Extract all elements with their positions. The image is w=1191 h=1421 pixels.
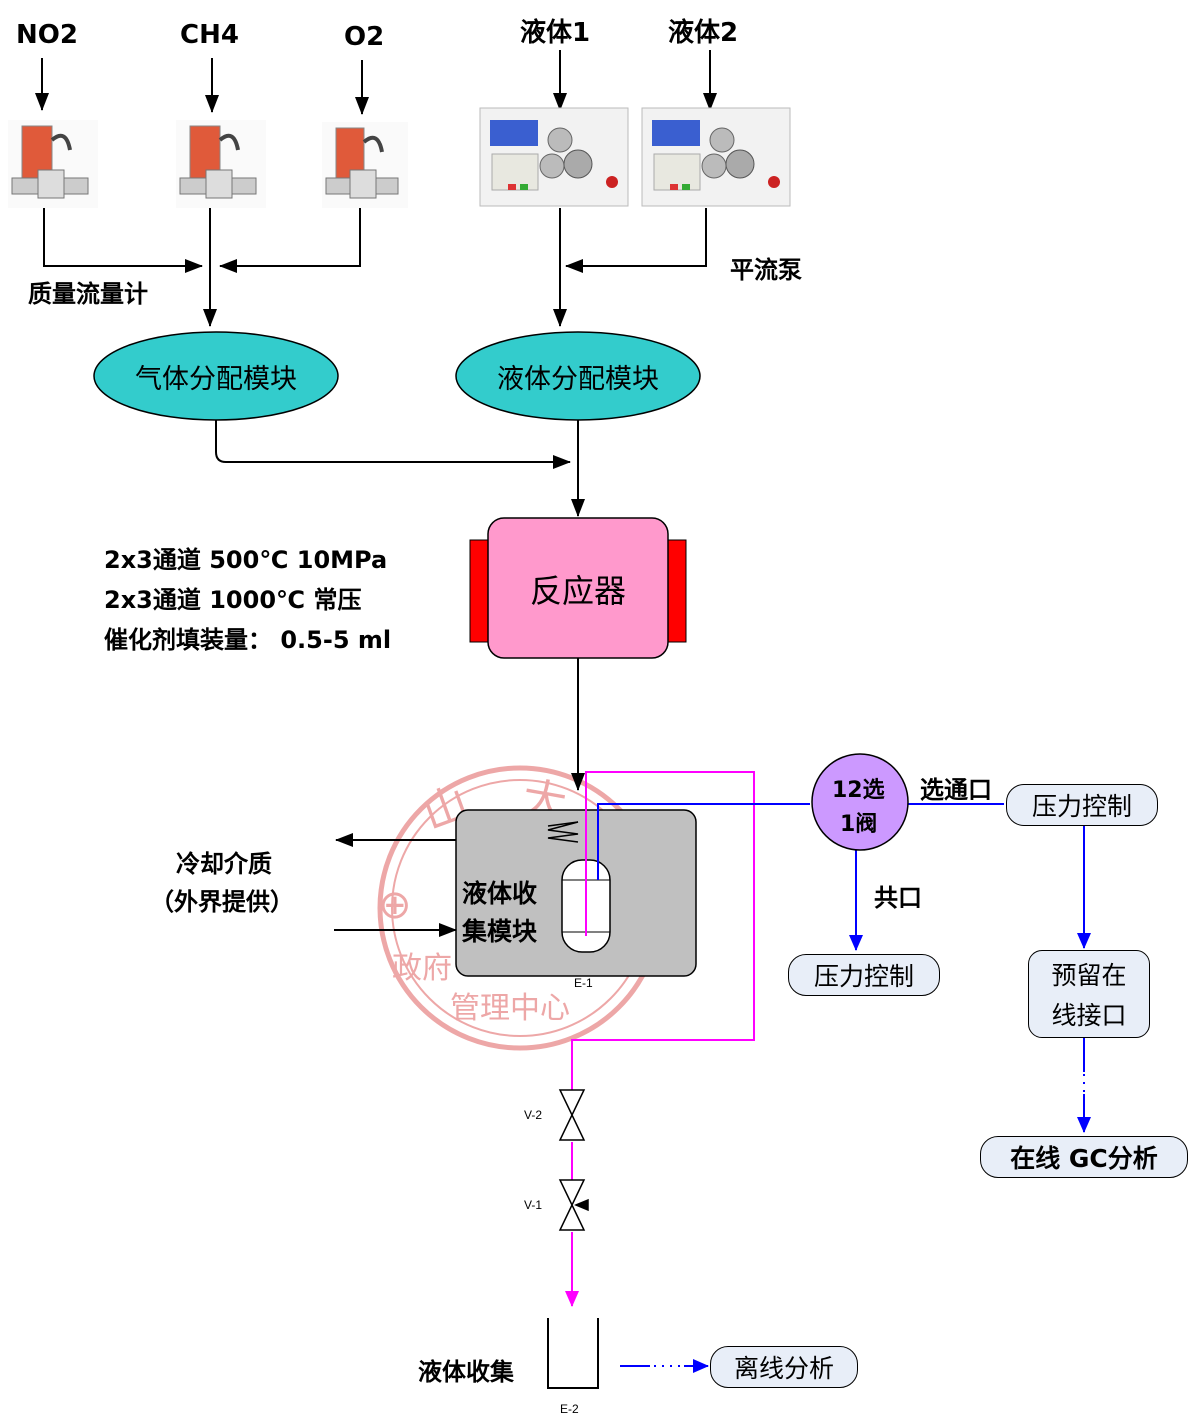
pressure-control-box-1: 压力控制 xyxy=(1006,784,1158,826)
vessel-tag: E-2 xyxy=(560,1402,579,1416)
svg-text:⊕: ⊕ xyxy=(378,882,412,928)
liquid-merge-lines xyxy=(553,208,707,327)
coolant-label-1: 冷却介质 xyxy=(176,850,272,878)
pump-liquid-2 xyxy=(641,107,791,207)
spec-line-3: 催化剂填装量： 0.5-5 ml xyxy=(104,626,392,654)
gas-feed-arrows xyxy=(35,50,717,115)
reactor-heater-right xyxy=(665,539,687,643)
mfc-ch4 xyxy=(176,120,266,208)
offline-analysis-box: 离线分析 xyxy=(710,1346,858,1388)
gas-label-o2: O2 xyxy=(344,22,385,52)
gas-label-no2: NO2 xyxy=(16,20,78,50)
pump-liquid-1 xyxy=(479,107,629,207)
common-port-label: 共口 xyxy=(874,884,922,912)
liquid-label-1: 液体1 xyxy=(520,18,591,48)
collector-tag: E-1 xyxy=(574,976,593,990)
valve12-label-2: 1阀 xyxy=(840,812,878,837)
select-port-label: 选通口 xyxy=(920,776,992,804)
spec-line-1: 2x3通道 500℃ 10MPa xyxy=(104,546,388,574)
mfc-label: 质量流量计 xyxy=(28,280,148,308)
svg-text:政府: 政府 xyxy=(392,951,452,986)
liquid-module-label: 液体分配模块 xyxy=(497,363,659,395)
liquid-label-2: 液体2 xyxy=(668,18,739,48)
gas-label-ch4: CH4 xyxy=(180,20,239,50)
magenta-liquid-line xyxy=(565,771,755,1307)
condenser-coil xyxy=(547,821,579,843)
valve-v1 xyxy=(558,1179,589,1231)
reserved-port-label-2: 线接口 xyxy=(1051,1001,1127,1030)
feed-to-reactor-lines xyxy=(215,420,585,517)
liquid-collection-label: 液体收集 xyxy=(418,1358,514,1386)
mfc-o2 xyxy=(322,122,408,208)
blue-gas-line xyxy=(597,803,1091,1373)
pressure-control-box-2: 压力控制 xyxy=(788,954,940,996)
twelve-port-valve xyxy=(811,753,909,851)
valve-v2 xyxy=(558,1089,586,1141)
spec-line-2: 2x3通道 1000℃ 常压 xyxy=(104,586,362,614)
valve-v1-tag: V-1 xyxy=(524,1198,543,1212)
collector-label-2: 集模块 xyxy=(462,917,538,946)
gas-module-label: 气体分配模块 xyxy=(135,363,297,395)
reactor-label: 反应器 xyxy=(529,572,626,610)
svg-text:管理中心: 管理中心 xyxy=(450,991,570,1026)
coolant-lines xyxy=(334,833,457,937)
valve-v2-tag: V-2 xyxy=(524,1108,543,1122)
reactor-heater-left xyxy=(469,539,491,643)
pump-label: 平流泵 xyxy=(730,256,802,284)
reserved-port-box: 预留在 线接口 xyxy=(1028,950,1150,1038)
online-gc-box: 在线 GC分析 xyxy=(980,1136,1188,1178)
gas-merge-lines xyxy=(43,208,361,327)
valve12-label-1: 12选 xyxy=(832,778,885,803)
mfc-no2 xyxy=(8,120,98,208)
reserved-port-label-1: 预留在 xyxy=(1051,961,1127,990)
coolant-label-2: （外界提供） xyxy=(150,888,294,916)
liquid-collection-vessel xyxy=(547,1318,599,1389)
collector-label-1: 液体收 xyxy=(462,879,538,908)
